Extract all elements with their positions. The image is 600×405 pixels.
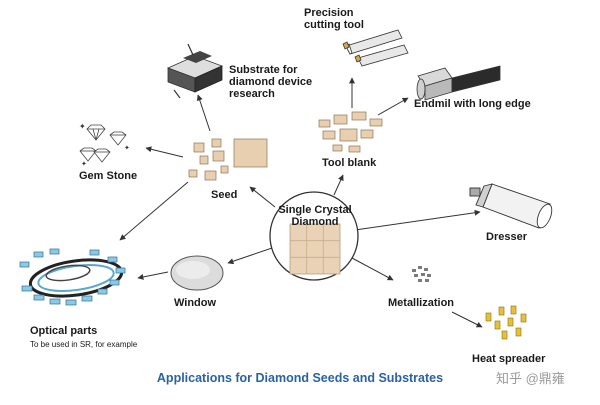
arrow-window-to-optical [137, 271, 169, 280]
arrow-to-tool-blank [333, 174, 344, 196]
svg-text:✦: ✦ [124, 144, 130, 152]
arrow-metal-to-heat-spreader [451, 311, 483, 328]
label-endmill: Endmil with long edge [414, 98, 531, 110]
center-label-line-1: Single Crystal [278, 204, 352, 216]
optical-parts-icon [19, 248, 126, 306]
label-precision-line-1: Precision [304, 7, 354, 19]
precision-cutting-tool-icon [342, 29, 409, 67]
label-substrate-line-3: research [229, 88, 275, 100]
center-label-line-2: Diamond [291, 216, 339, 228]
arrow-seed-to-optical [119, 181, 189, 241]
arrow-seed-to-substrate [196, 94, 211, 132]
diagram-caption: Applications for Diamond Seeds and Subst… [156, 371, 444, 385]
metallization-icon [412, 266, 431, 282]
label-precision-line-2: cutting tool [304, 19, 364, 31]
label-window: Window [174, 297, 217, 309]
endmill-icon [416, 65, 501, 101]
label-optical-note: To be used in SR, for example [30, 340, 138, 349]
arrow-to-window [227, 247, 273, 265]
label-gem-stone: Gem Stone [79, 170, 138, 182]
label-heat-spreader: Heat spreader [472, 353, 546, 365]
arrow-seed-to-gem [145, 146, 184, 158]
label-substrate-line-2: diamond device [229, 76, 313, 88]
tool-blank-icon [318, 111, 383, 153]
arrow-blank-to-endmill [377, 97, 409, 116]
label-tool-blank: Tool blank [322, 157, 377, 169]
arrow-to-dresser [354, 209, 481, 231]
connector-arrows [119, 77, 483, 328]
label-seed: Seed [211, 189, 238, 201]
label-metallization: Metallization [388, 297, 455, 309]
heat-spreader-icon [485, 305, 527, 340]
label-precision-cutting-tool: Precision cutting tool [304, 7, 364, 31]
svg-text:✦: ✦ [81, 160, 87, 168]
label-substrate-research: Substrate for diamond device research [229, 64, 312, 100]
label-dresser: Dresser [486, 231, 527, 243]
label-optical-parts: Optical parts [30, 325, 98, 337]
gem-stone-icon [79, 124, 127, 163]
diamond-plate-icon [289, 223, 341, 275]
window-icon [170, 255, 224, 291]
label-substrate-line-1: Substrate for [229, 64, 298, 76]
arrow-to-seed [249, 186, 276, 208]
sparkle-icons: ✦ ✦ ✦ [79, 122, 130, 168]
dresser-icon [469, 183, 553, 229]
substrate-device-icon [166, 43, 224, 99]
arrow-to-metallization [351, 257, 394, 281]
svg-text:✦: ✦ [79, 122, 86, 131]
watermark-text: 知乎 @鼎雍 [496, 371, 565, 386]
single-crystal-diamond-node [269, 191, 359, 281]
seed-icon [188, 138, 268, 181]
center-label: Single Crystal Diamond [272, 204, 358, 228]
